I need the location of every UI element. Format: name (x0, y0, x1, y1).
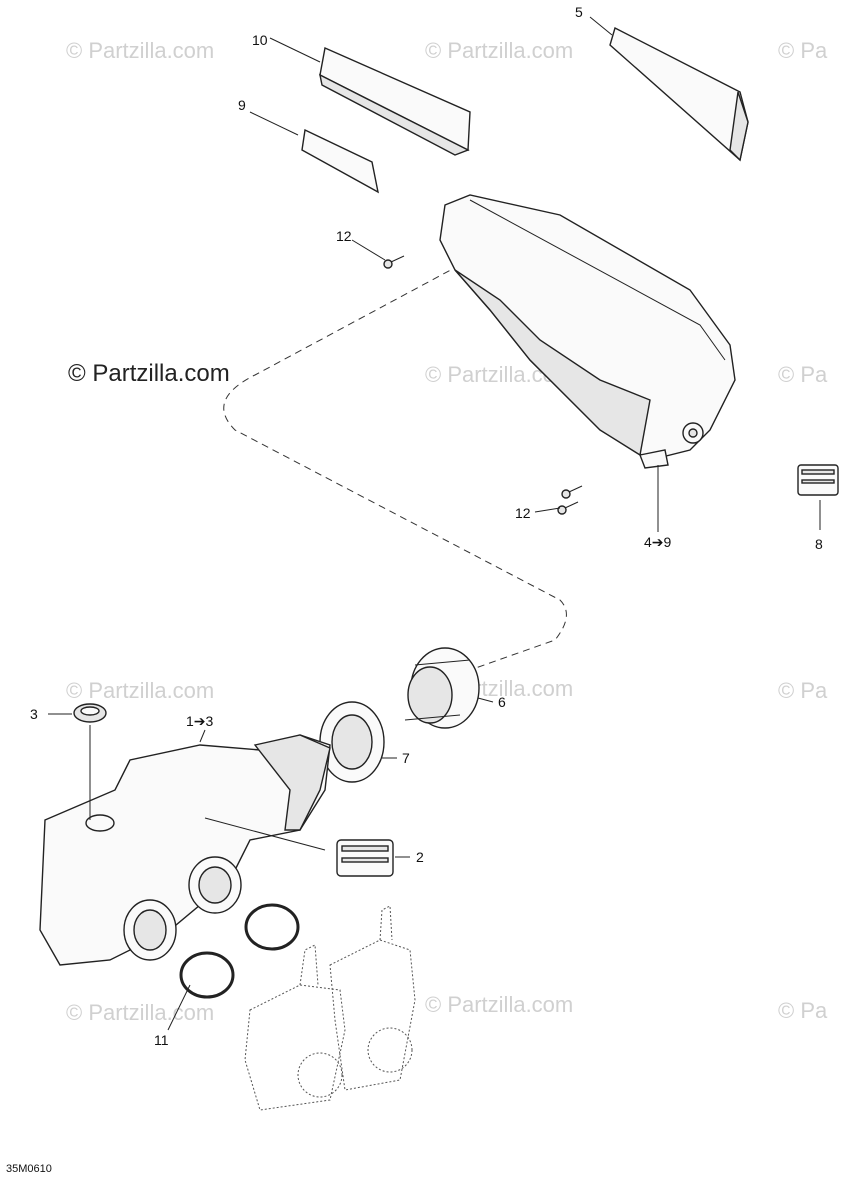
air-silencer-box (439, 194, 736, 469)
watermark-main: © Partzilla.com (68, 360, 230, 387)
clamp-11-a (244, 903, 300, 951)
callout-10: 10 (252, 32, 268, 48)
figure-id: 35M0610 (6, 1163, 52, 1175)
watermark: © Partzilla.com (425, 38, 574, 63)
decal-8 (797, 464, 839, 496)
hose-route-line (223, 264, 567, 671)
callout-6: 6 (498, 694, 506, 710)
callout-7: 7 (402, 750, 410, 766)
leader-lines (48, 16, 821, 1031)
callout-1-3: 1➔3 (186, 713, 214, 729)
watermark-edge: © Pa (778, 362, 828, 387)
bolt-12-lower (557, 485, 583, 515)
watermark-edge: © Pa (778, 678, 828, 703)
adaptor-6 (404, 647, 480, 729)
callout-4-9: 4➔9 (644, 534, 672, 550)
watermark-edge: © Pa (778, 38, 828, 63)
bolt-12-top (383, 255, 405, 269)
lower-air-box-1 (39, 734, 331, 966)
watermark: © Partzilla.com (66, 1000, 215, 1025)
callout-12-lower: 12 (515, 505, 531, 521)
clamp-11-b (179, 951, 235, 999)
callout-3: 3 (30, 706, 38, 722)
callout-9: 9 (238, 97, 246, 113)
ring-7 (319, 701, 385, 783)
callout-5: 5 (575, 4, 583, 20)
watermark-edge: © Pa (778, 998, 828, 1023)
foam-strip-10 (319, 47, 471, 156)
decal-2 (336, 839, 394, 877)
foam-piece-5 (609, 26, 749, 162)
watermark: © Partzilla.com (66, 38, 215, 63)
carburetors-phantom (244, 905, 416, 1111)
foam-piece-9 (301, 128, 379, 194)
callout-12-top: 12 (336, 228, 352, 244)
callout-11: 11 (154, 1032, 169, 1048)
callout-2: 2 (416, 849, 424, 865)
grommet-3 (73, 703, 107, 723)
watermark: © Partzilla.com (66, 678, 215, 703)
callout-8: 8 (815, 536, 823, 552)
watermark: © Partzilla.com (425, 992, 574, 1017)
